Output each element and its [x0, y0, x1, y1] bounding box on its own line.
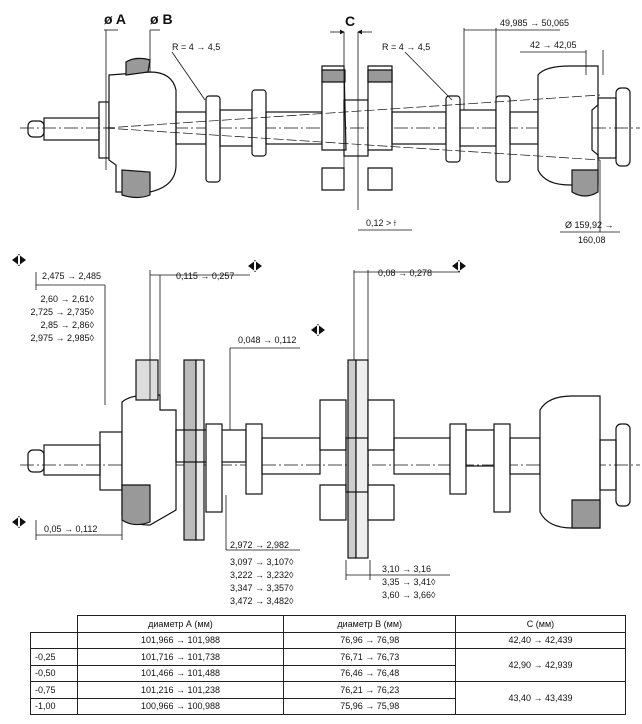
thrust-washer-list: 2,60 → 2,61◊ 2,725 → 2,735◊ 2,85 → 2,86◊…	[31, 294, 95, 343]
top-crankshaft-view	[20, 57, 640, 199]
label-dia-b: ø B	[150, 11, 173, 27]
thrust-size-1: 2,60 → 2,61◊	[41, 294, 95, 304]
table-header-row: диаметр А (мм) диаметр В (мм) С (мм)	[31, 615, 627, 633]
shell-size-3: 3,60 → 3,66◊	[382, 590, 436, 600]
table-cell-a: 101,966 → 101,988	[76, 631, 285, 649]
table-row: -0,75 101,216 → 101,238 76,21 → 76,23 43…	[30, 681, 627, 715]
shell-size-2: 3,35 → 3,41◊	[382, 577, 436, 587]
dim-flange-width: 42 → 42,05	[530, 40, 577, 50]
runout-tolerance: 0,12 > ⟊	[366, 218, 397, 228]
table-cell-size: -0,75	[30, 681, 78, 699]
thrust-size-4: 2,975 → 2,985◊	[31, 333, 95, 343]
shell-size-1: 3,10 → 3,16	[382, 564, 431, 574]
dim-clearance-2: 0,05 → 0,112	[44, 524, 97, 534]
table-cell-a: 101,716 → 101,738	[76, 648, 285, 666]
thrust-size-2: 2,725 → 2,735◊	[31, 307, 95, 317]
table-header-cell: диаметр А (мм)	[76, 615, 285, 633]
shell-thickness-list: 3,10 → 3,16 3,35 → 3,41◊ 3,60 → 3,66◊	[382, 564, 436, 600]
bearing-size-3: 3,222 → 3,232◊	[230, 570, 294, 580]
thrust-size-3: 2,85 → 2,86◊	[41, 320, 95, 330]
dim-endplay-2: 0,08 → 0,278	[378, 268, 432, 278]
bearing-size-2: 3,097 → 3,107◊	[230, 557, 294, 567]
table-cell-c: 42,90 → 42,939	[454, 648, 627, 682]
bottom-crankshaft-view	[20, 359, 640, 559]
table-cell-c: 43,40 → 43,439	[454, 681, 627, 715]
flange-diameter-1: Ø 159,92 →	[565, 220, 614, 230]
bottom-dimensions	[35, 270, 460, 580]
table-cell-c: 42,40 → 42,439	[454, 631, 627, 649]
undersize-table: диаметр А (мм) диаметр В (мм) С (мм) 101…	[30, 615, 627, 715]
table-cell-size: -0,25	[30, 648, 78, 666]
dim-thrust-width: 2,475 → 2,485	[42, 271, 101, 281]
table-cell-b: 76,21 → 76,23	[283, 681, 456, 699]
table-header-cell: диаметр В (мм)	[283, 615, 456, 633]
label-dia-a: ø A	[104, 11, 126, 27]
table-row: 101,966 → 101,988 76,96 → 76,98 42,40 → …	[30, 631, 627, 649]
bearing-size-5: 3,472 → 3,482◊	[230, 596, 294, 606]
table-cell-size	[30, 631, 78, 649]
table-cell-b: 75,96 → 75,98	[283, 697, 456, 715]
table-cell-b: 76,46 → 76,48	[283, 664, 456, 682]
dim-clearance: 0,048 → 0,112	[238, 335, 296, 345]
bearing-size-1: 2,972 → 2,982	[230, 540, 289, 550]
table-row: -1,00 100,966 → 100,988 75,96 → 75,98	[30, 697, 626, 715]
table-row: -0,25 101,716 → 101,738 76,71 → 76,73 42…	[30, 648, 627, 682]
table-header-cell	[31, 616, 78, 633]
bearing-shell-list: 2,972 → 2,982 3,097 → 3,107◊ 3,222 → 3,2…	[230, 540, 294, 606]
radius-label-1: R = 4 → 4,5	[172, 42, 220, 52]
double-arrow-icon	[12, 254, 466, 528]
table-cell-b: 76,71 → 76,73	[283, 648, 456, 666]
table-cell-size: -0,50	[30, 664, 78, 682]
top-dimensions	[104, 28, 620, 233]
table-cell-a: 101,466 → 101,488	[76, 664, 285, 682]
table-cell-b: 76,96 → 76,98	[283, 631, 456, 649]
radius-label-2: R = 4 → 4,5	[382, 42, 430, 52]
flange-diameter-2: 160,08	[578, 235, 606, 245]
bearing-size-4: 3,347 → 3,357◊	[230, 583, 294, 593]
table-header-cell: С (мм)	[454, 615, 627, 633]
dim-endplay-1: 0,115 → 0,257	[176, 271, 234, 281]
label-c: C	[345, 13, 355, 29]
table-cell-a: 101,216 → 101,238	[76, 681, 285, 699]
table-cell-a: 100,966 → 100,988	[76, 697, 285, 715]
table-cell-size: -1,00	[30, 697, 78, 715]
dim-journal-length: 49,985 → 50,065	[500, 18, 569, 28]
